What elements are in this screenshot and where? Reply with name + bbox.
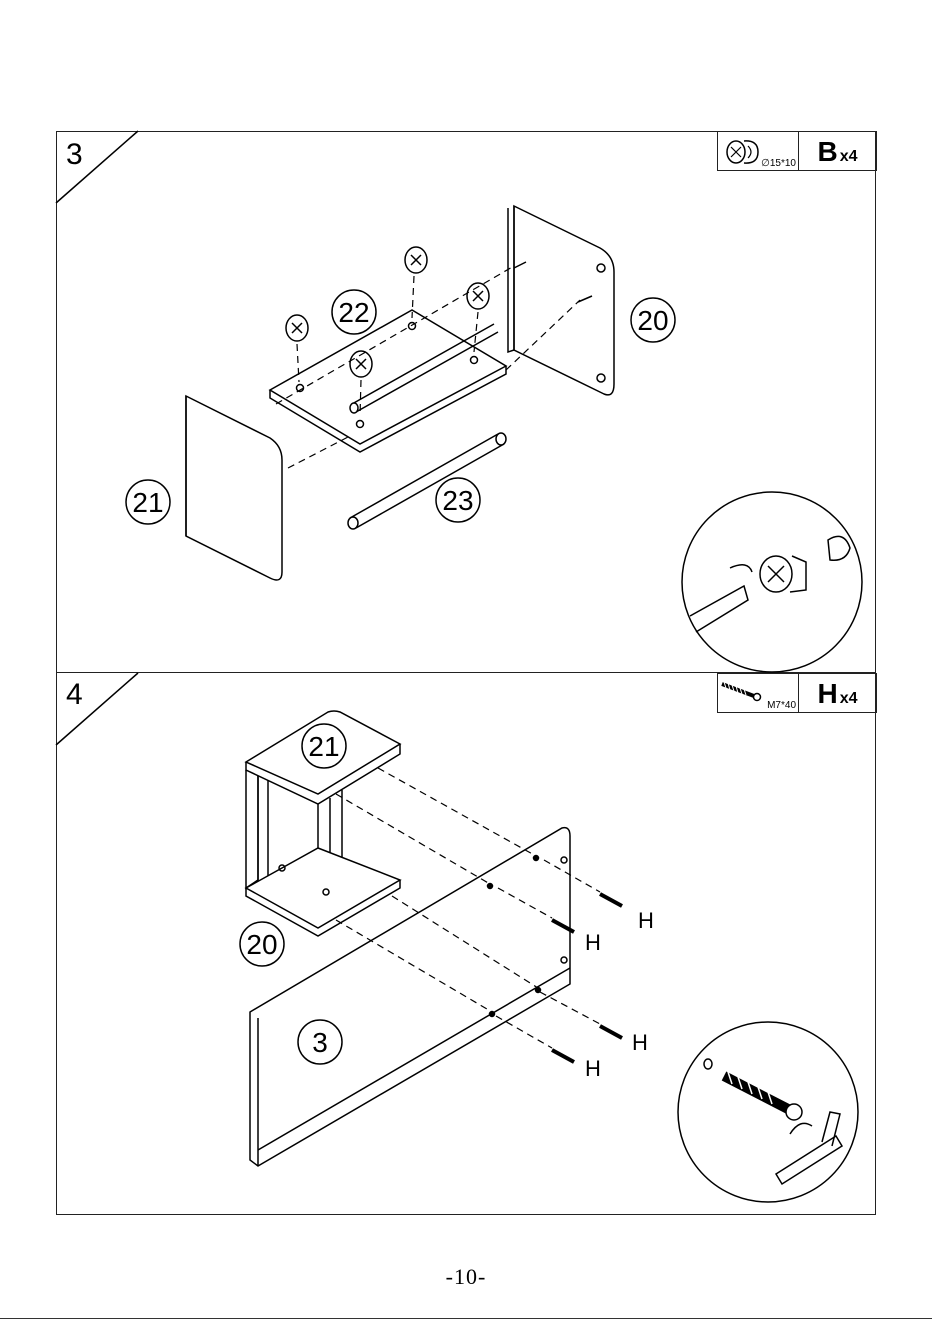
part-label-20: 20 bbox=[637, 305, 668, 336]
screw-label-h: H bbox=[632, 1030, 648, 1055]
part-label-21: 21 bbox=[132, 487, 163, 518]
bottom-rule bbox=[0, 1318, 932, 1319]
screw-label-h: H bbox=[638, 908, 654, 933]
part-label-21: 21 bbox=[308, 731, 339, 762]
part-label-22: 22 bbox=[338, 297, 369, 328]
page-number: -10- bbox=[0, 1264, 932, 1290]
detail-circle-cam-lock bbox=[682, 492, 862, 672]
part-label-3: 3 bbox=[312, 1027, 328, 1058]
screw-label-h: H bbox=[585, 930, 601, 955]
screw-label-h: H bbox=[585, 1056, 601, 1081]
panel-21-side bbox=[186, 396, 282, 580]
part-label-20: 20 bbox=[246, 929, 277, 960]
rod-23 bbox=[348, 433, 506, 529]
part-label-23: 23 bbox=[442, 485, 473, 516]
screw-labels: H H H H bbox=[585, 908, 654, 1081]
panel-20-side bbox=[508, 206, 614, 395]
detail-circle-screw bbox=[678, 1022, 858, 1202]
